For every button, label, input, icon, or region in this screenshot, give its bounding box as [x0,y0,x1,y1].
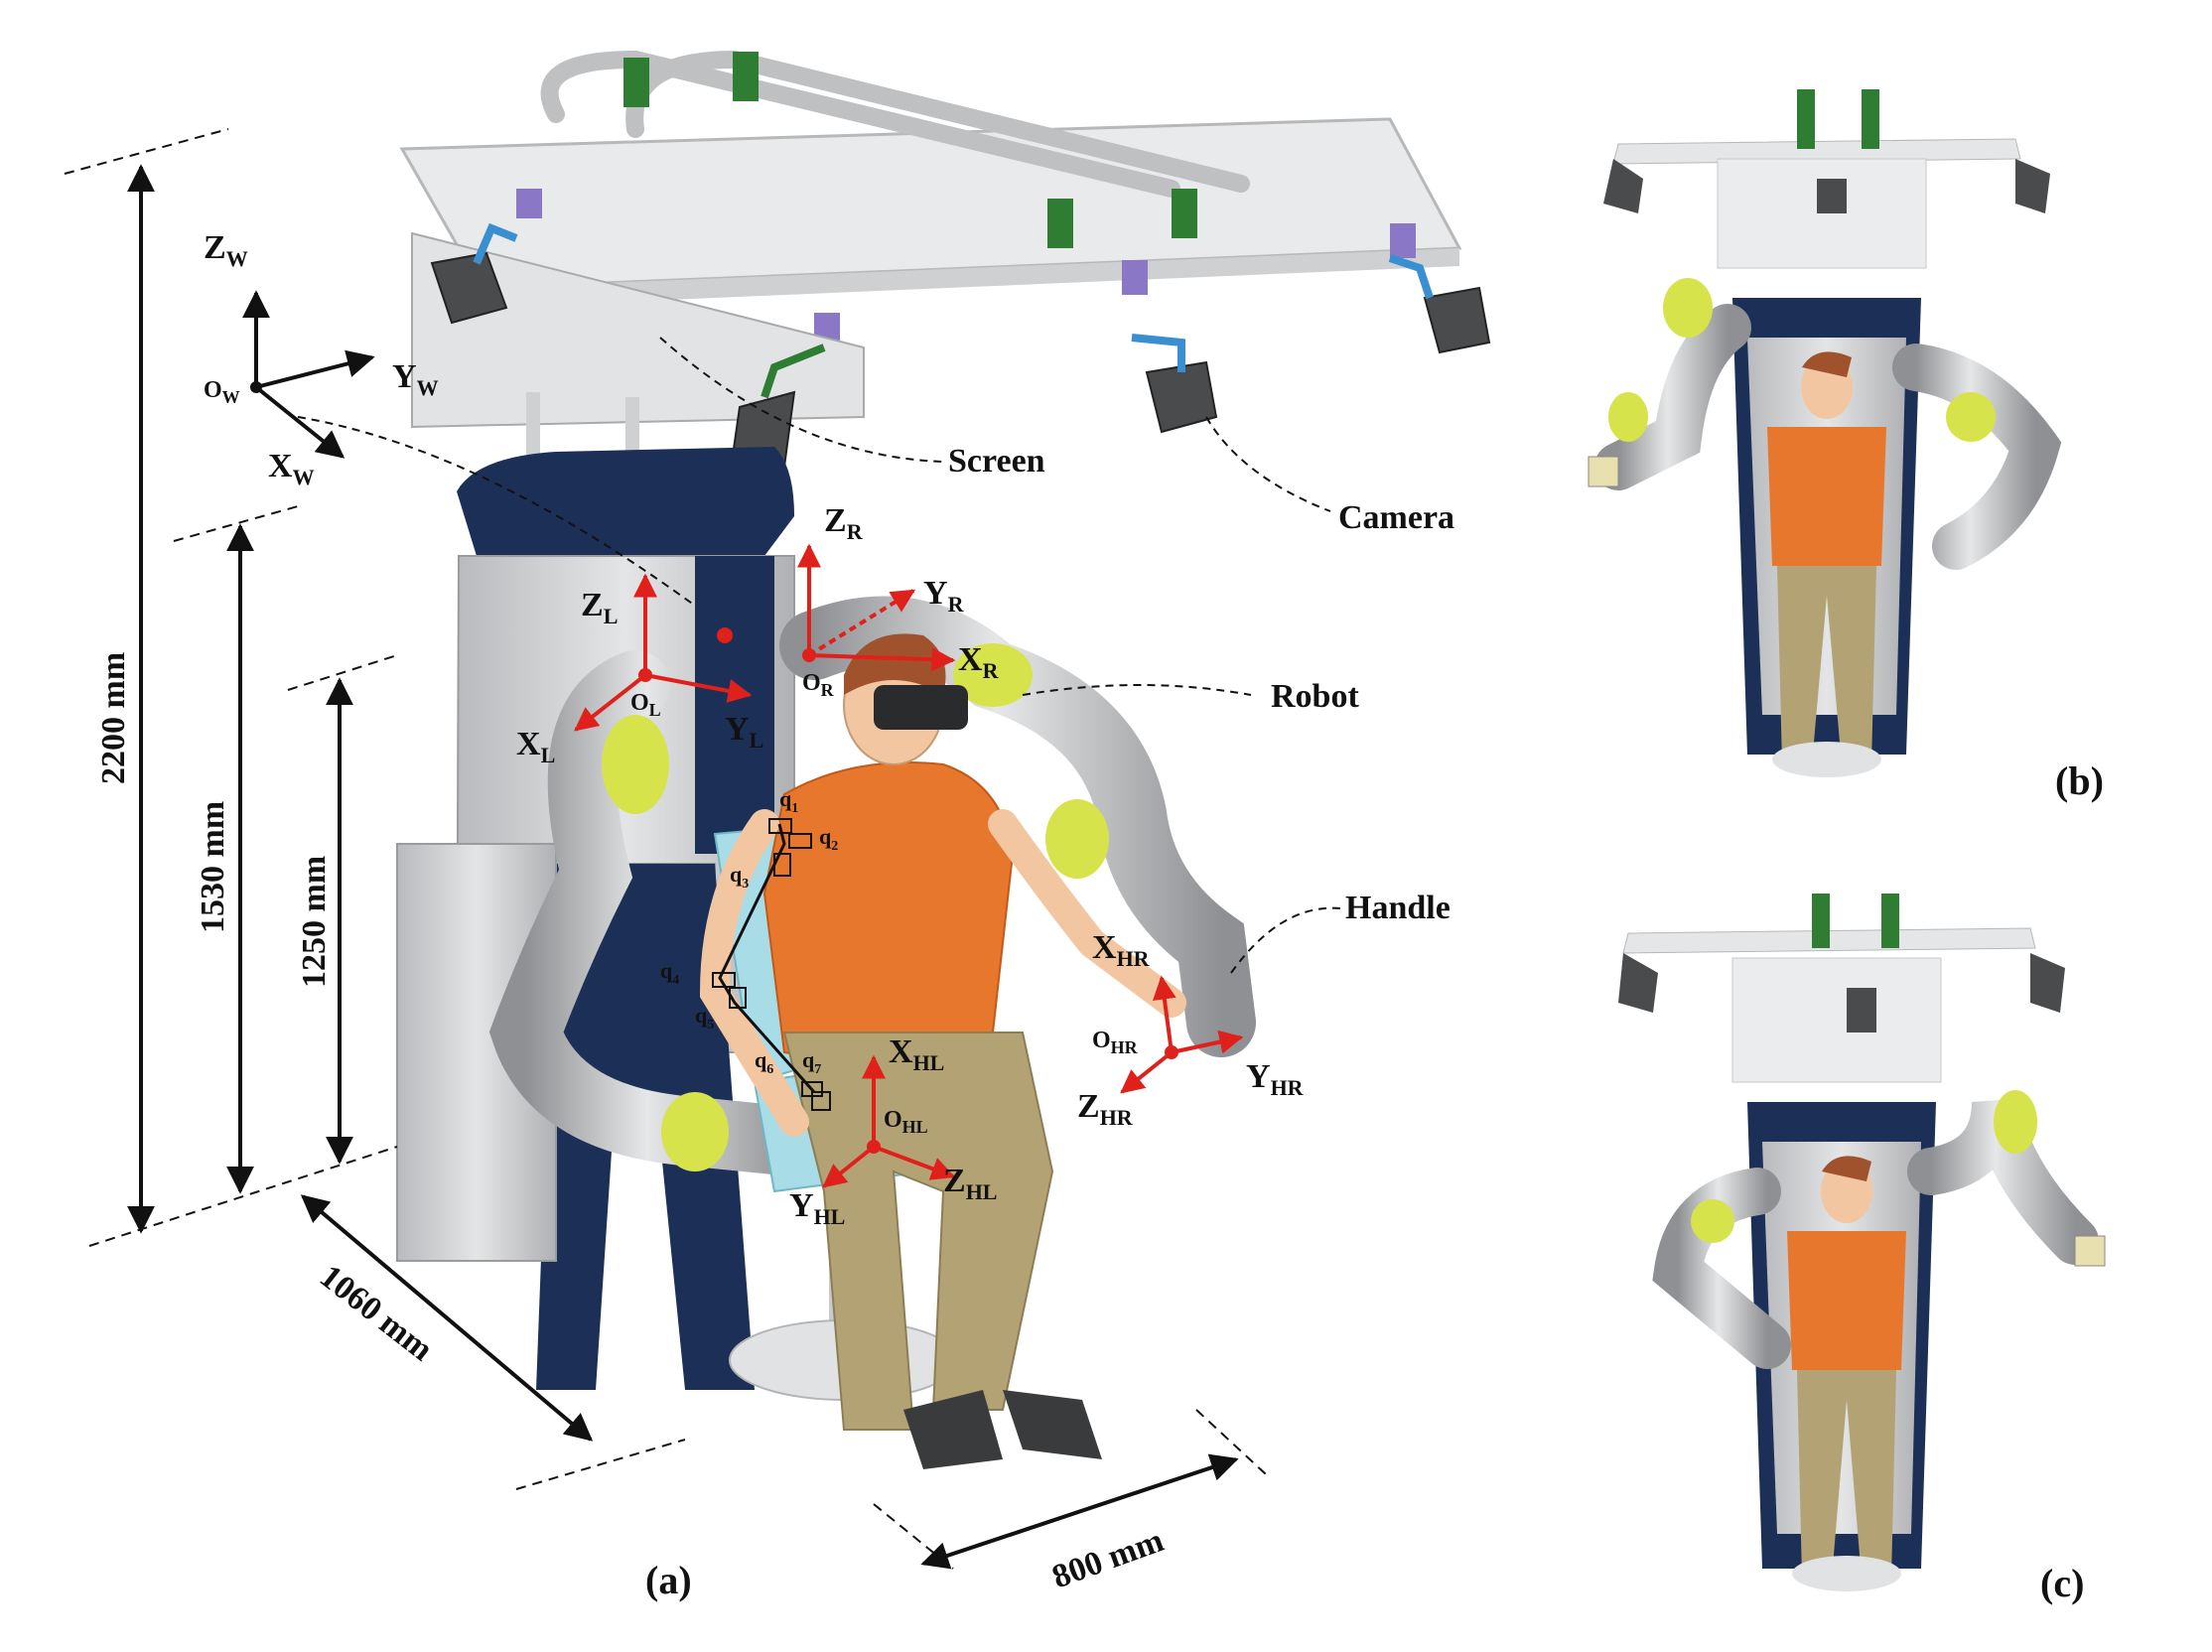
green-bracket [733,52,759,101]
purple-bracket [1122,260,1148,295]
joint-q7: q7 [802,1047,821,1077]
svg-text:ZHR: ZHR [1077,1088,1134,1130]
svg-text:ZW: ZW [204,229,248,271]
panel-label-b: (b) [2055,758,2104,803]
svg-text:OR: OR [802,670,835,700]
svg-text:ZR: ZR [824,502,864,544]
left-base-frame: ZL YL XL OL [516,573,763,767]
overhead-frame [399,50,1462,347]
green-bracket [1047,199,1073,248]
callout-camera: Camera [1338,499,1454,536]
svg-text:OHL: OHL [884,1107,928,1137]
joint-q6: q6 [755,1047,773,1077]
panel-c-illustration [1618,894,2106,1591]
camera-icon [1145,360,1218,434]
svg-text:XHR: XHR [1092,929,1151,971]
joint-q5: q5 [695,1003,714,1032]
svg-text:YL: YL [725,711,763,753]
svg-text:OHR: OHR [1092,1028,1139,1057]
vr-headset [874,685,968,730]
joint-q1: q1 [779,786,798,816]
dim-label-2200: 2200 mm [95,652,132,784]
svg-text:XL: XL [516,726,555,767]
svg-text:OW: OW [204,377,240,407]
dim-label-1060: 1060 mm [313,1258,440,1368]
green-bracket [623,58,649,107]
svg-text:XHL: XHL [889,1033,944,1075]
joint-q3: q3 [730,862,749,892]
panel-b-illustration [1588,89,2062,777]
svg-text:ZL: ZL [581,587,618,628]
svg-text:XR: XR [958,641,1000,683]
dim-label-800: 800 mm [1047,1522,1169,1595]
svg-text:YHL: YHL [789,1187,845,1229]
dimension-labels: 2200 mm 1530 mm 1250 mm 1060 mm 800 mm [95,652,1169,1596]
joint-chain: q1 q2 q3 q4 q5 q6 q7 [660,786,838,1111]
purple-bracket [516,189,542,218]
purple-bracket [1390,223,1416,258]
operator-figure [699,633,1186,1469]
callouts: Screen Camera Robot Handle [659,337,1454,974]
callout-screen: Screen [948,443,1045,480]
svg-text:YHR: YHR [1246,1058,1305,1100]
world-frame: ZW YW XW OW [204,229,696,607]
right-base-frame: ZR YR XR OR [797,502,1000,700]
dim-arrow-1060 [300,1194,594,1442]
svg-text:ZHL: ZHL [943,1163,997,1204]
dim-arrow-800 [920,1453,1239,1570]
panel-label-a: (a) [645,1558,692,1602]
panel-label-c: (c) [2040,1561,2084,1605]
camera-icon [1423,286,1491,354]
callout-handle: Handle [1345,890,1451,926]
green-bracket [1172,189,1197,238]
camera-icon [430,251,508,325]
callout-robot: Robot [1271,678,1359,715]
robot-arm-left [488,650,829,1176]
svg-text:XW: XW [268,448,315,489]
svg-text:YW: YW [392,358,439,400]
dim-label-1530: 1530 mm [195,801,231,933]
svg-text:YR: YR [923,575,965,617]
robot-arm-right [779,596,1256,1057]
hand-right-frame: XHR YHR ZHR OHR [1077,929,1305,1130]
svg-text:OL: OL [630,690,661,720]
hand-left-frame: XHL ZHL YHL OHL [789,1033,997,1229]
dimension-lines [64,128,1267,1570]
joint-q4: q4 [660,958,679,988]
joint-q2: q2 [819,824,838,854]
dim-label-1250: 1250 mm [296,856,333,988]
